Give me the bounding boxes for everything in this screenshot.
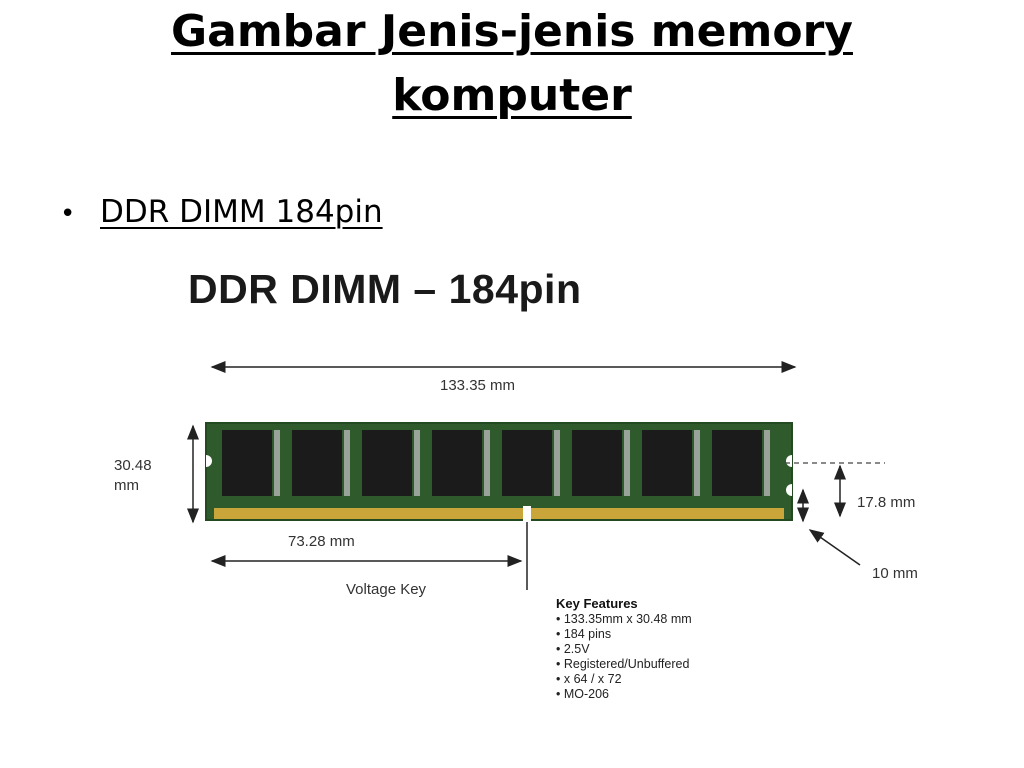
height-label-line2: mm: [114, 477, 139, 494]
slide-title: Gambar Jenis-jenis memory komputer: [0, 0, 1024, 128]
bullet-item: • DDR DIMM 184pin: [60, 190, 383, 236]
key-offset-dimension: 73.28 mm: [210, 533, 523, 567]
key-offset-label: 73.28 mm: [288, 533, 355, 550]
voltage-key-notch: [523, 506, 531, 521]
memory-module: [205, 422, 793, 521]
key-feature-item: • MO-206: [556, 687, 609, 701]
gold-contacts: [214, 508, 784, 519]
key-feature-item: • 133.35mm x 30.48 mm: [556, 612, 692, 626]
notch-height-label: 17.8 mm: [857, 494, 915, 511]
key-feature-item: • 184 pins: [556, 627, 611, 641]
width-dimension: 133.35 mm: [210, 361, 797, 394]
slide-title-line2: komputer: [392, 70, 632, 121]
key-feature-item: • 2.5V: [556, 642, 590, 656]
height-label-line1: 30.48: [114, 457, 152, 474]
memory-chips: [222, 430, 762, 496]
figure-heading: DDR DIMM – 184pin: [188, 266, 582, 312]
key-feature-item: • Registered/Unbuffered: [556, 657, 689, 671]
bullet-dot-icon: •: [60, 199, 76, 229]
notch-height-dimension: 17.8 mm: [785, 462, 915, 523]
notch-label: 10 mm: [872, 565, 918, 582]
width-label: 133.35 mm: [440, 377, 515, 394]
voltage-key-label: Voltage Key: [346, 581, 427, 598]
key-feature-item: • x 64 / x 72: [556, 672, 622, 686]
height-dimension: 30.48 mm: [114, 424, 199, 524]
key-features: Key Features • 133.35mm x 30.48 mm • 184…: [556, 596, 692, 701]
notch-pointer: 10 mm: [808, 529, 918, 582]
bullet-link[interactable]: DDR DIMM 184pin: [100, 194, 383, 230]
voltage-key-pointer: Voltage Key: [346, 522, 528, 598]
slide-title-line1: Gambar Jenis-jenis memory: [171, 6, 853, 57]
key-features-title: Key Features: [556, 596, 638, 611]
